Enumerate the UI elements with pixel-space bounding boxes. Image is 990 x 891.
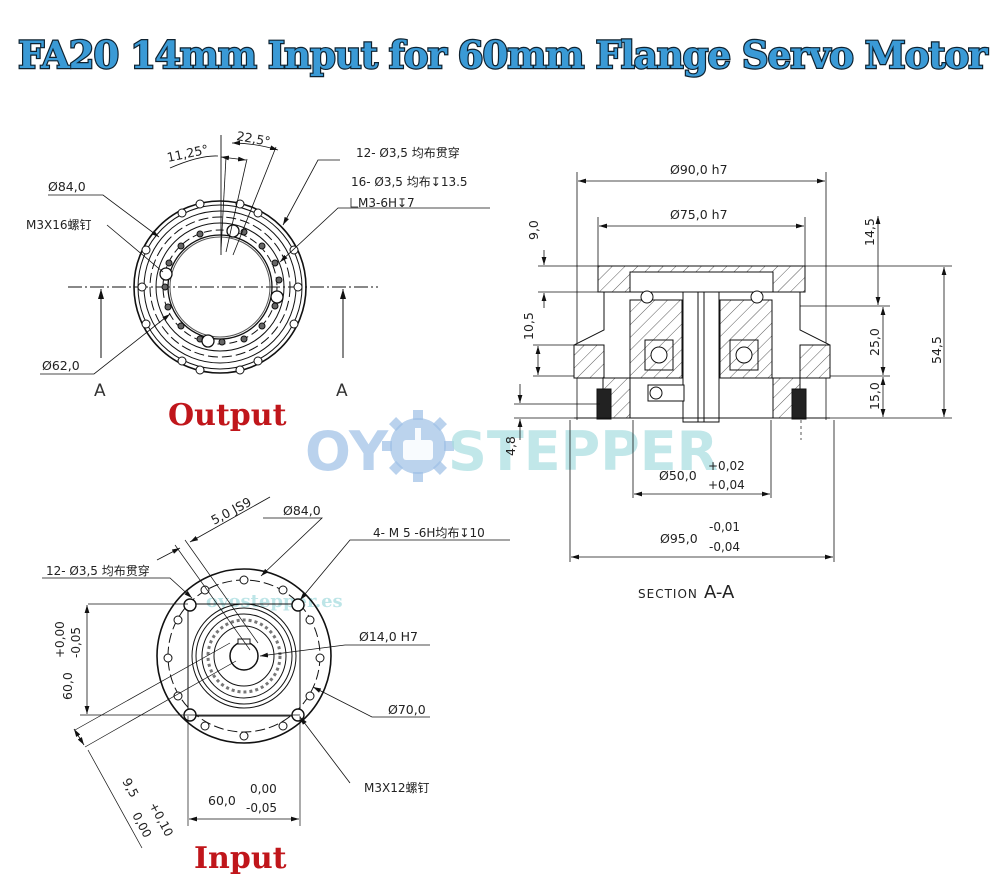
section-mark-right: A [336, 381, 348, 401]
output-label: Output [168, 398, 287, 433]
stepper-motor-gear-icon [382, 410, 454, 482]
dia-95-label: Ø95,0 [660, 531, 698, 546]
input-view-labels: 5,0 JS9 Ø84,0 4- M 5 -6H均布↧10 12- Ø3,5 均… [46, 494, 485, 876]
height-54-5-label: 54,5 [929, 336, 944, 364]
outer-hole-pattern [137, 199, 303, 375]
screw-heads [159, 224, 284, 348]
square-vertical-tol-upper: +0,00 [53, 621, 67, 658]
dia-95-tol-upper: -0,01 [709, 520, 740, 534]
input-screw-label: M3X12螺钉 [364, 781, 429, 795]
watermark-right: STEPPER [448, 420, 718, 483]
tapped-holes-label: 4- M 5 -6H均布↧10 [373, 526, 485, 540]
height-10-5-label: 10,5 [521, 312, 536, 340]
section-view-labels: Ø90,0 h7 Ø75,0 h7 9,0 10,5 4,8 14,5 25,0… [503, 162, 944, 603]
section-caption-small: SECTION [638, 587, 698, 601]
blind-holes-label: 16- Ø3,5 均布↧13.5 [351, 175, 468, 189]
title-text: FA20 14mm Input for 60mm Flange Servo Mo… [18, 33, 988, 77]
output-view [40, 135, 490, 375]
square-horizontal-tol-upper: 0,00 [250, 782, 277, 796]
section-caption-big: A-A [704, 582, 735, 603]
dia-50-tol-upper: +0,02 [708, 459, 745, 473]
dia-95-tol-lower: -0,04 [709, 540, 740, 554]
dia-50-tol-lower: +0,04 [708, 478, 745, 492]
outer-diameter-label: Ø84,0 [48, 179, 86, 194]
input-view [42, 496, 510, 849]
input-label: Input [194, 841, 287, 876]
height-14-5-label: 14,5 [862, 218, 877, 246]
thread-label: M3-6H↧7 [358, 196, 415, 210]
square-horizontal-label: 60,0 [208, 793, 236, 808]
key-depth-label: 9,5 [119, 775, 142, 800]
section-mark-left: A [94, 381, 106, 401]
angle-large-label: 22,5° [235, 128, 271, 149]
key-depth-tol-lower: 0,00 [129, 810, 154, 840]
inner-diameter-label: Ø62,0 [42, 358, 80, 373]
height-9-label: 9,0 [526, 220, 541, 240]
keyway-label: 5,0 JS9 [208, 494, 253, 528]
inner-hole-pattern [161, 226, 283, 346]
section-view [514, 172, 952, 562]
dia-75-label: Ø75,0 h7 [670, 207, 728, 222]
pilot-diameter-label: Ø70,0 [388, 702, 426, 717]
input-outer-diameter-label: Ø84,0 [283, 503, 321, 518]
through-holes-label: 12- Ø3,5 均布贯穿 [356, 145, 460, 160]
height-25-label: 25,0 [867, 328, 882, 356]
dia-90-label: Ø90,0 h7 [670, 162, 728, 177]
page-title: FA20 14mm Input for 60mm Flange Servo Mo… [10, 18, 990, 88]
output-view-labels: 11,25° 22,5° Ø84,0 M3X16螺钉 12- Ø3,5 均布贯穿… [26, 128, 468, 433]
input-through-holes-label: 12- Ø3,5 均布贯穿 [46, 563, 150, 578]
watermark-left: OY [305, 420, 389, 483]
height-4-8-label: 4,8 [503, 436, 518, 456]
watermark-small-input: oyostepper.es [206, 591, 343, 612]
input-hole-pattern [163, 575, 325, 741]
dia-50-label: Ø50,0 [659, 468, 697, 483]
screw-label: M3X16螺钉 [26, 218, 91, 232]
square-vertical-label: 60,0 [60, 672, 75, 700]
square-vertical-tol-lower: -0,05 [69, 627, 83, 658]
square-horizontal-tol-lower: -0,05 [246, 801, 277, 815]
height-15-label: 15,0 [867, 382, 882, 410]
bore-label: Ø14,0 H7 [359, 629, 418, 644]
